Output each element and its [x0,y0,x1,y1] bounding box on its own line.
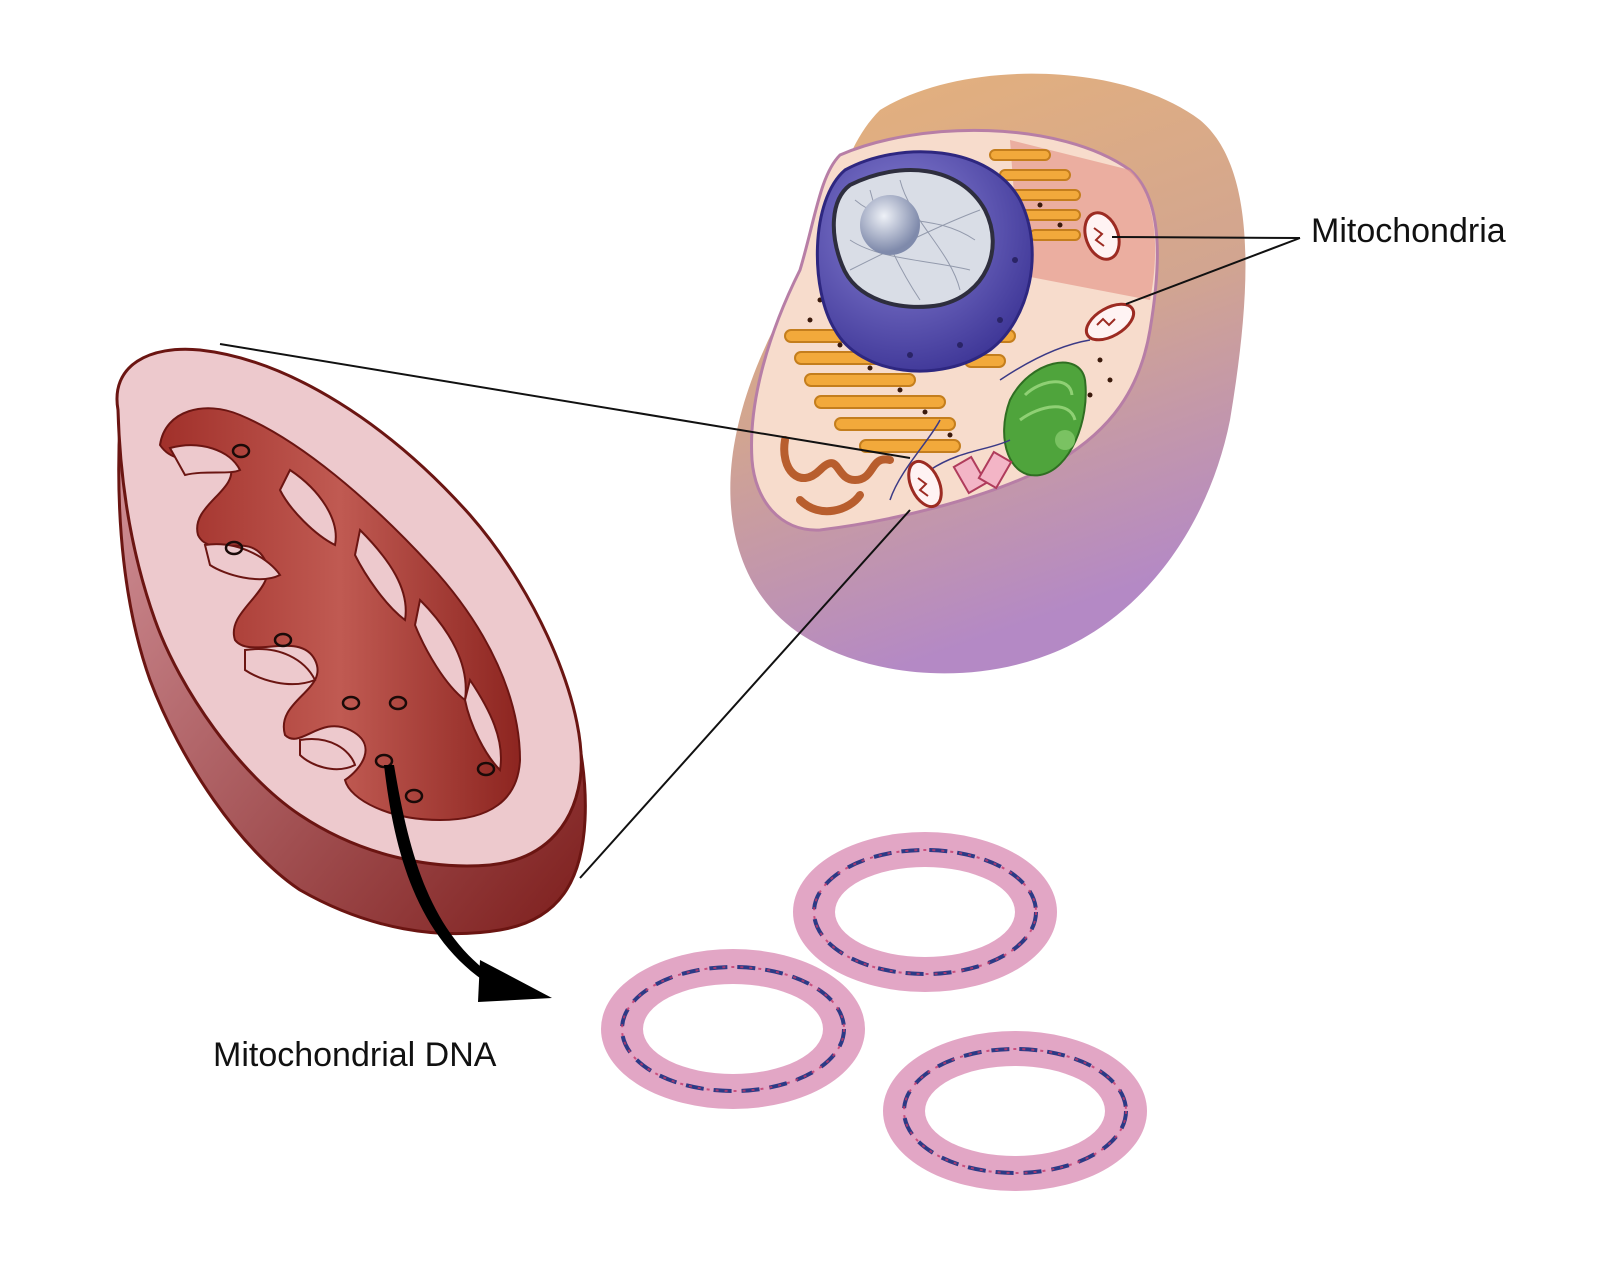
dna-ring-top [793,832,1057,992]
mitochondrion-cross-section [115,347,587,936]
dna-ring-right [883,1031,1147,1191]
animal-cell [730,73,1246,674]
label-mitochondrial-dna: Mitochondrial DNA [213,1036,497,1074]
callout-lines [219,236,1301,879]
label-mitochondria: Mitochondria [1311,212,1506,250]
nucleus [815,150,1034,373]
dna-ring-left [601,949,865,1109]
smooth-er [780,436,894,516]
rough-er [784,149,1081,453]
green-organelle [1003,361,1087,477]
curved-arrow-icon [384,765,552,1002]
centrioles [952,450,1013,495]
nucleolus [860,195,920,255]
cell-mitochondria [907,211,1136,509]
